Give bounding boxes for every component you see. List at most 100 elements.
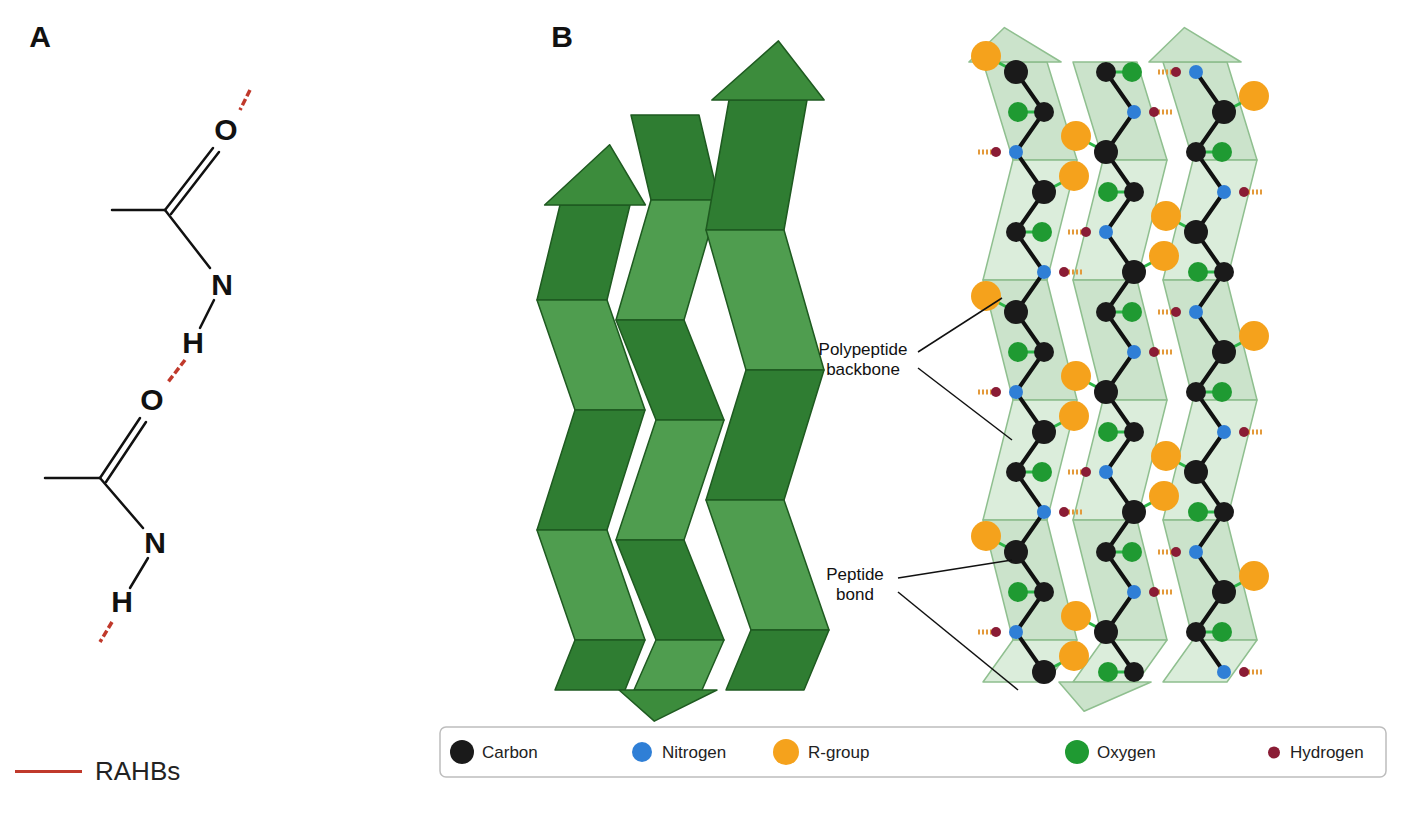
carbon-atom bbox=[1214, 262, 1234, 282]
legend-label: Nitrogen bbox=[662, 744, 726, 761]
ribbon-segment bbox=[555, 640, 645, 690]
oxygen-atom bbox=[1122, 542, 1142, 562]
carbon-atom bbox=[1212, 340, 1236, 364]
beta-strand-ribbons bbox=[969, 28, 1257, 712]
hydrogen-atom bbox=[1239, 187, 1249, 197]
r-group-atom bbox=[1239, 81, 1269, 111]
legend-label: R-group bbox=[808, 744, 869, 761]
r-group-atom bbox=[1239, 321, 1269, 351]
nitrogen-atom bbox=[1189, 545, 1203, 559]
nitrogen-atom bbox=[1009, 145, 1023, 159]
hydrogen-atom bbox=[1149, 587, 1159, 597]
bond-line bbox=[165, 148, 213, 210]
r-group-atom bbox=[1239, 561, 1269, 591]
carbon-atom bbox=[1032, 180, 1056, 204]
carbon-atom bbox=[1032, 420, 1056, 444]
nitrogen-atom bbox=[1189, 65, 1203, 79]
atom-symbol: N bbox=[211, 268, 233, 303]
ribbon-arrowhead bbox=[1059, 682, 1151, 711]
r-group-atom bbox=[1061, 121, 1091, 151]
oxygen-atom bbox=[1008, 342, 1028, 362]
oxygen-atom bbox=[1032, 222, 1052, 242]
carbon-atom bbox=[1124, 182, 1144, 202]
leader-line bbox=[898, 592, 1018, 690]
oxygen-atom bbox=[1212, 142, 1232, 162]
bond-line bbox=[165, 210, 210, 268]
carbon-atom bbox=[1004, 300, 1028, 324]
carbon-atom bbox=[1094, 620, 1118, 644]
carbon-atom bbox=[1094, 140, 1118, 164]
nitrogen-atom bbox=[1037, 265, 1051, 279]
legend-swatch bbox=[1268, 746, 1280, 758]
leader-lines bbox=[898, 298, 1018, 690]
nitrogen-atom bbox=[1127, 345, 1141, 359]
hydrogen-atom bbox=[1081, 467, 1091, 477]
bond-line bbox=[200, 300, 214, 328]
hydrogen-atom bbox=[1149, 107, 1159, 117]
carbon-atom bbox=[1184, 460, 1208, 484]
legend-entry: Hydrogen bbox=[1268, 744, 1364, 761]
bond-line bbox=[171, 152, 219, 214]
rahb-line bbox=[168, 360, 185, 382]
legend-entry: Nitrogen bbox=[632, 742, 726, 762]
leader-line bbox=[918, 298, 1002, 352]
ribbon-arrowhead bbox=[712, 41, 824, 100]
legend-swatch bbox=[773, 739, 799, 765]
oxygen-atom bbox=[1122, 62, 1142, 82]
oxygen-atom bbox=[1098, 422, 1118, 442]
hydrogen-atom bbox=[1081, 227, 1091, 237]
hydrogen-atom bbox=[991, 387, 1001, 397]
ribbon-segment bbox=[616, 540, 724, 640]
amide-structure bbox=[45, 148, 219, 588]
carbon-atom bbox=[1186, 382, 1206, 402]
r-group-atom bbox=[971, 281, 1001, 311]
nitrogen-atom bbox=[1189, 305, 1203, 319]
ribbon-segment bbox=[537, 205, 630, 300]
r-group-atom bbox=[1149, 481, 1179, 511]
oxygen-atom bbox=[1098, 182, 1118, 202]
r-group-atom bbox=[1059, 641, 1089, 671]
bond-line bbox=[112, 209, 165, 212]
nitrogen-atom bbox=[1217, 185, 1231, 199]
atom-symbol: O bbox=[214, 113, 237, 148]
carbon-atom bbox=[1214, 502, 1234, 522]
ribbon-arrowhead bbox=[619, 690, 717, 721]
hydrogen-atom bbox=[991, 627, 1001, 637]
atomic-model bbox=[971, 41, 1269, 684]
ribbon-segment bbox=[616, 320, 724, 420]
carbon-atom bbox=[1122, 260, 1146, 284]
legend-swatch bbox=[1065, 740, 1089, 764]
carbon-atom bbox=[1184, 220, 1208, 244]
oxygen-atom bbox=[1212, 382, 1232, 402]
carbon-atom bbox=[1212, 580, 1236, 604]
legend-label: Carbon bbox=[482, 744, 538, 761]
atom-symbol: H bbox=[111, 585, 133, 620]
nitrogen-atom bbox=[1009, 625, 1023, 639]
rahb-line bbox=[100, 622, 112, 642]
carbon-atom bbox=[1096, 542, 1116, 562]
carbon-atom bbox=[1094, 380, 1118, 404]
legend-entry: Oxygen bbox=[1065, 740, 1156, 764]
ribbon-segment bbox=[616, 200, 719, 320]
nitrogen-atom bbox=[1217, 665, 1231, 679]
ribbon-segment bbox=[706, 100, 807, 230]
legend-entry: RAHBs bbox=[15, 758, 180, 784]
hydrogen-atom bbox=[1059, 507, 1069, 517]
atom-symbol: H bbox=[182, 326, 204, 361]
bond-line bbox=[100, 418, 140, 478]
ribbon-segment bbox=[1163, 62, 1257, 160]
carbon-atom bbox=[1004, 60, 1028, 84]
nitrogen-atom bbox=[1127, 105, 1141, 119]
legend-label: Hydrogen bbox=[1290, 744, 1364, 761]
legend-box bbox=[440, 727, 1386, 777]
carbon-atom bbox=[1186, 142, 1206, 162]
atom-symbol: N bbox=[144, 526, 166, 561]
oxygen-atom bbox=[1188, 502, 1208, 522]
carbon-atom bbox=[1096, 62, 1116, 82]
carbon-atom bbox=[1032, 660, 1056, 684]
legend-entry: R-group bbox=[773, 739, 869, 765]
legend-label: Oxygen bbox=[1097, 744, 1156, 761]
panel-letter: A bbox=[29, 20, 51, 55]
carbon-atom bbox=[1034, 102, 1054, 122]
